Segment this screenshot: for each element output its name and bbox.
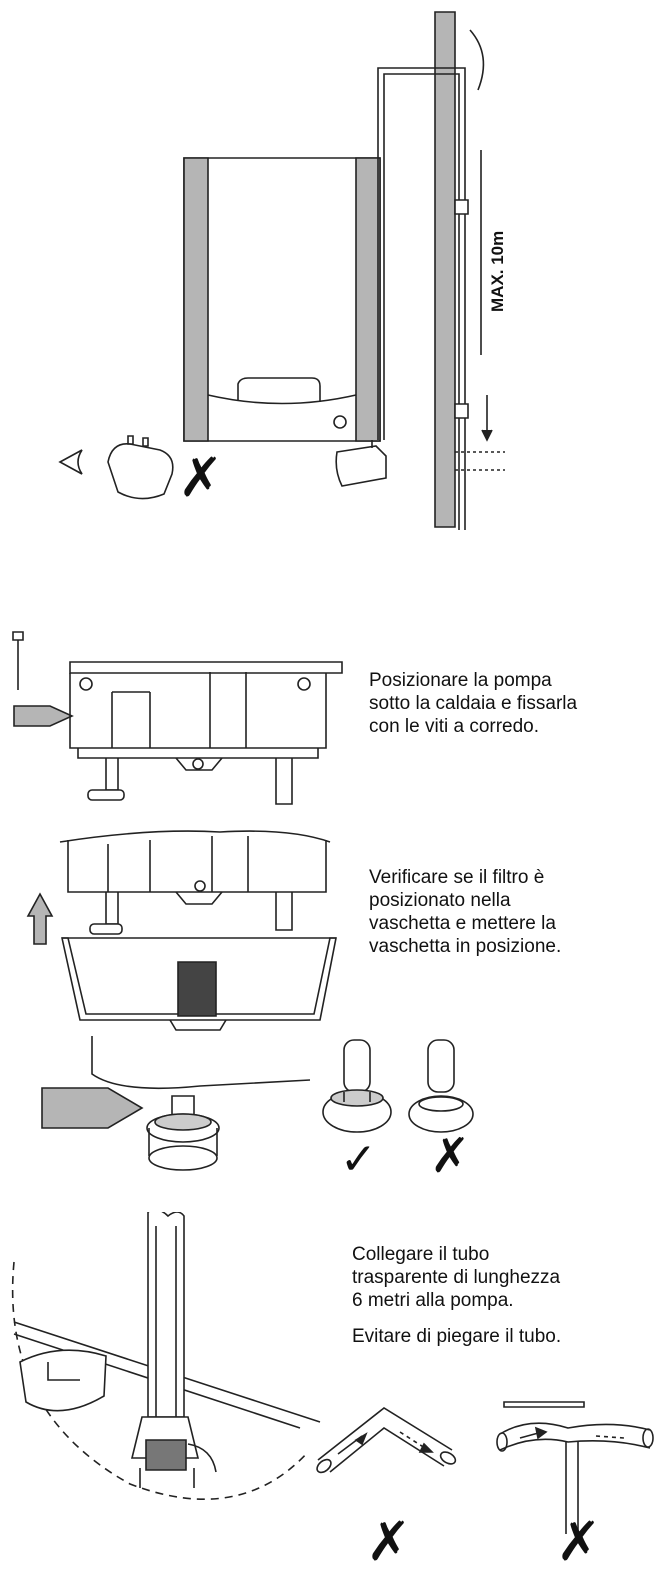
boiler-right-panel xyxy=(356,158,380,441)
correct-mark-icon: ✓ xyxy=(340,1134,377,1185)
step-avoid-bend-text: Evitare di piegare il tubo. xyxy=(352,1326,562,1347)
pump-body xyxy=(336,446,386,486)
boiler-left-panel xyxy=(184,158,208,441)
wrong-mark-icon: ✗ xyxy=(430,1128,471,1184)
pump-fixing-figure xyxy=(0,600,657,1420)
installation-overview-figure xyxy=(0,0,657,560)
tube-bend-warning-figure xyxy=(0,1394,657,1534)
step-check-filter-text: Verificare se il filtro è posizionato ne… xyxy=(369,867,562,957)
tube-connection-figure xyxy=(0,1212,340,1572)
boiler-body xyxy=(184,158,380,441)
wrong-mark-icon: ✗ xyxy=(556,1510,602,1573)
wrong-mark-icon: ✗ xyxy=(366,1510,412,1573)
filter xyxy=(178,962,216,1016)
max-length-label: MAX. 10m xyxy=(488,230,507,312)
connector-check-figure xyxy=(0,1036,657,1196)
tank-filter-figure xyxy=(0,812,657,1072)
wall xyxy=(435,12,455,527)
step-connect-tube-text: Collegare il tubo trasparente di lunghez… xyxy=(352,1244,561,1311)
wrong-mark-icon: ✗ xyxy=(178,446,224,509)
step-fix-pump-text: Posizionare la pompa sotto la caldaia e … xyxy=(369,670,578,737)
